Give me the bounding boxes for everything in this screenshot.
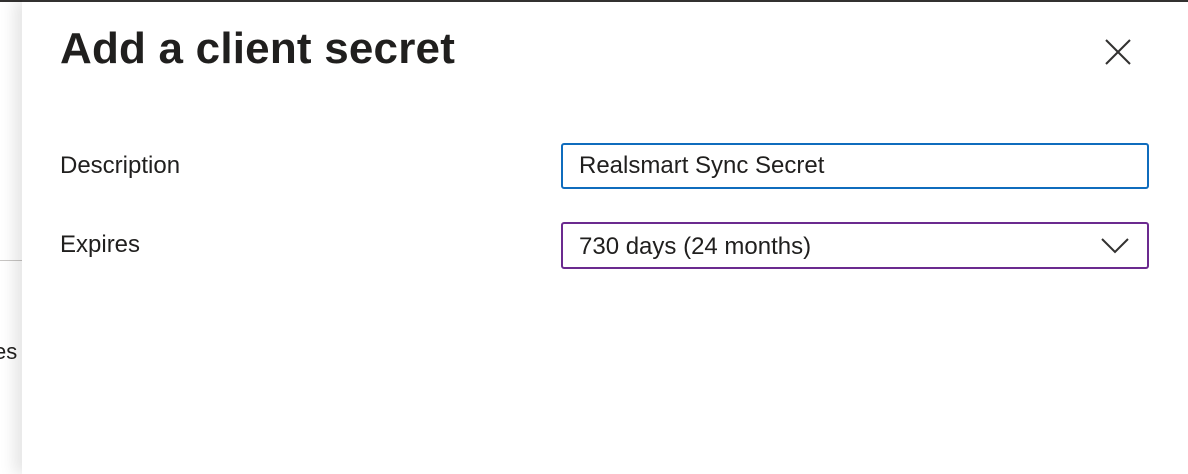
expires-label: Expires <box>60 231 141 258</box>
close-button[interactable] <box>1098 32 1138 72</box>
expires-selected-value: 730 days (24 months) <box>579 233 812 260</box>
add-client-secret-panel: Add a client secret Description Expires … <box>22 0 1188 474</box>
background-page: es <box>0 0 22 474</box>
close-icon <box>1105 39 1131 65</box>
description-label: Description <box>60 152 181 179</box>
description-input[interactable] <box>561 143 1149 189</box>
background-divider <box>0 260 22 261</box>
expires-dropdown[interactable]: 730 days (24 months) <box>561 222 1149 269</box>
panel-title: Add a client secret <box>60 24 456 73</box>
chevron-down-icon <box>1101 238 1129 254</box>
background-partial-text: es <box>0 339 18 364</box>
